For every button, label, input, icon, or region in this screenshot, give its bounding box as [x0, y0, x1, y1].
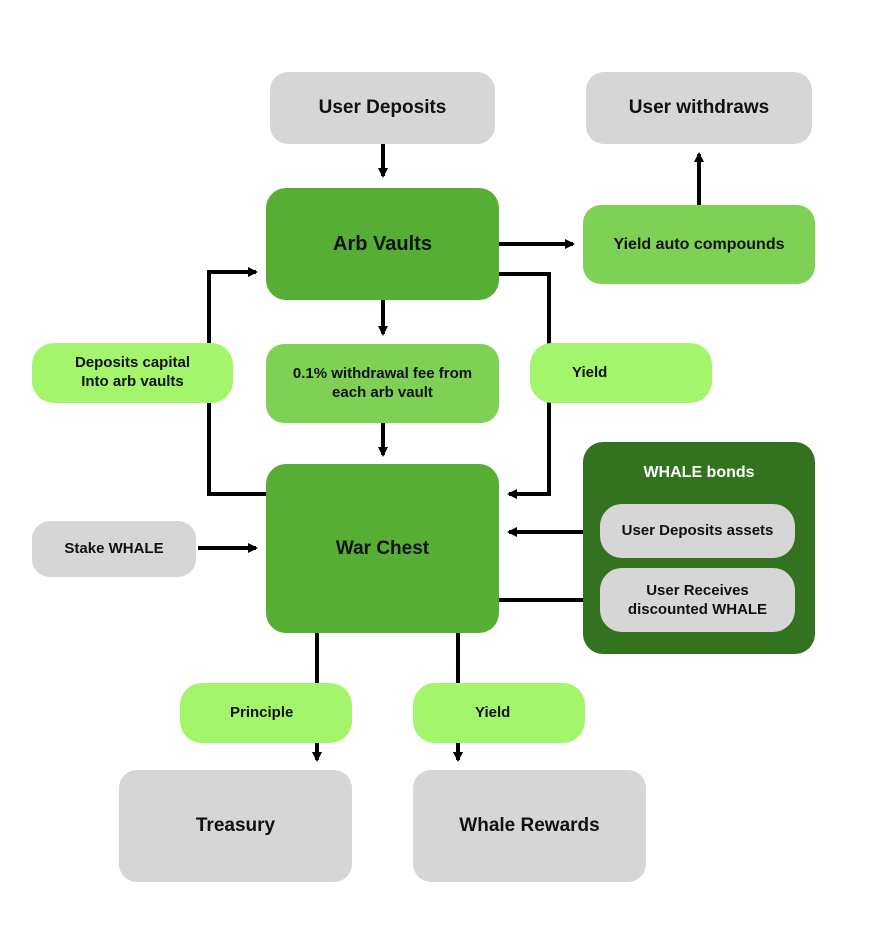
war-chest-node: War Chest: [266, 464, 499, 633]
user-deposits-label: User Deposits: [318, 97, 447, 119]
treasury-label: Treasury: [195, 815, 276, 837]
principle-label: Principle: [230, 703, 294, 721]
user-withdraws-node: User withdraws: [586, 72, 812, 144]
yield-bottom-label: Yield: [475, 703, 511, 721]
yield-auto-compounds-node: Yield auto compounds: [583, 205, 815, 284]
user-receives-node: User Receives discounted WHALE: [600, 568, 795, 632]
treasury-node: Treasury: [119, 770, 352, 882]
deposits-capital-label: Deposits capital Into arb vaults: [74, 354, 191, 390]
user-deposits-assets-node: User Deposits assets: [600, 504, 795, 558]
stake-whale-node: Stake WHALE: [32, 521, 196, 577]
whale-bonds-group: WHALE bonds User Deposits assets User Re…: [583, 442, 815, 654]
whale-rewards-label: Whale Rewards: [459, 815, 600, 837]
user-deposits-assets-label: User Deposits assets: [621, 522, 774, 540]
yield-right-node: Yield: [530, 343, 712, 403]
yield-bottom-node: Yield: [413, 683, 585, 743]
whale-bonds-title: WHALE bonds: [643, 464, 755, 481]
withdrawal-fee-label: 0.1% withdrawal fee from each arb vault: [292, 364, 473, 401]
user-receives-label: User Receives discounted WHALE: [627, 581, 768, 619]
user-deposits-node: User Deposits: [270, 72, 495, 144]
yield-right-label: Yield: [572, 363, 608, 381]
yield-auto-compounds-label: Yield auto compounds: [613, 235, 785, 253]
user-withdraws-label: User withdraws: [628, 97, 770, 119]
principle-node: Principle: [180, 683, 352, 743]
arb-vaults-label: Arb Vaults: [333, 232, 432, 255]
whale-rewards-node: Whale Rewards: [413, 770, 646, 882]
stake-whale-label: Stake WHALE: [64, 539, 164, 557]
deposits-capital-node: Deposits capital Into arb vaults: [32, 343, 233, 403]
withdrawal-fee-node: 0.1% withdrawal fee from each arb vault: [266, 344, 499, 423]
war-chest-label: War Chest: [335, 537, 430, 559]
arb-vaults-node: Arb Vaults: [266, 188, 499, 300]
